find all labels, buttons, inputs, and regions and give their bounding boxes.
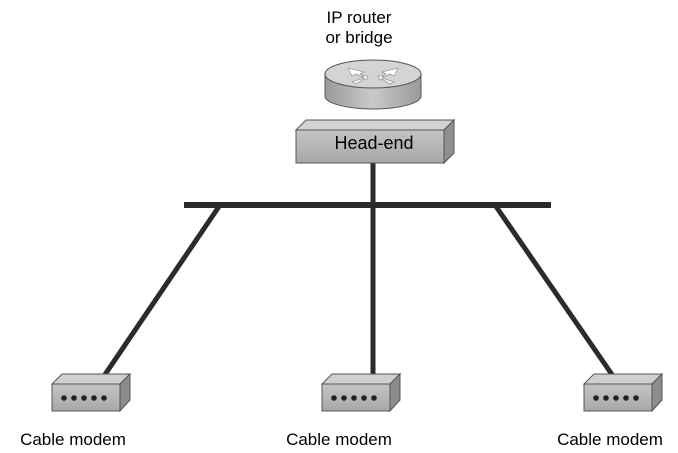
router-icon: [324, 59, 422, 110]
cable-modem-label: Cable modem: [286, 430, 392, 449]
cable-modem-label: Cable modem: [557, 430, 663, 449]
headend-box: [294, 118, 456, 165]
cable-modem-icon: [320, 372, 402, 413]
branch-cable-right: [492, 203, 616, 378]
router-arrows-icon: [347, 67, 399, 85]
router-label-line2: or bridge: [325, 28, 393, 47]
network-cabling: [101, 163, 616, 378]
router-label-line1: IP router: [326, 8, 392, 27]
cable-modem-icon: [50, 372, 132, 413]
cable-modem-label: Cable modem: [20, 430, 126, 449]
headend-label: Head-end: [334, 133, 414, 153]
cable-modem-icon: [582, 372, 664, 413]
branch-cable-left: [101, 203, 223, 378]
router-label: IP router or bridge: [289, 8, 429, 48]
